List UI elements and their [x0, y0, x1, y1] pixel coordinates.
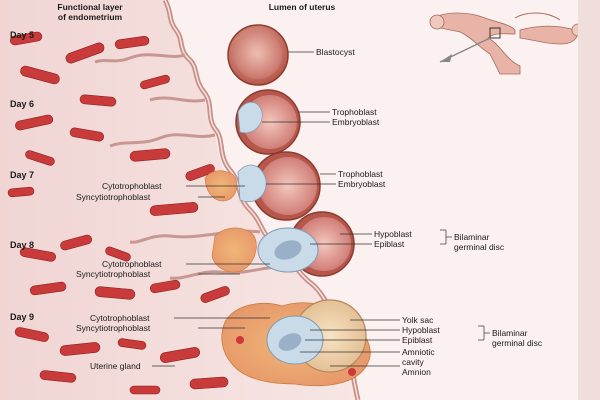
label-day8-hypoblast: Hypoblast	[374, 229, 412, 239]
embryo-day9	[221, 299, 371, 387]
day-9-label: Day 9	[10, 312, 35, 322]
right-edge-band	[578, 0, 600, 400]
header-functional-layer: Functional layer of endometrium	[57, 2, 123, 22]
label-amnion: Amnion	[402, 367, 431, 377]
label-day8-epiblast: Epiblast	[374, 239, 405, 249]
label-day6-embryoblast: Embryoblast	[332, 117, 380, 127]
label-day9-syncytiotrophoblast: Syncytiotrophoblast	[76, 323, 151, 333]
label-blastocyst: Blastocyst	[316, 47, 355, 57]
label-day7-cytotrophoblast: Cytotrophoblast	[102, 181, 162, 191]
label-day9-cytotrophoblast: Cytotrophoblast	[90, 313, 150, 323]
label-day8-bilaminar: Bilaminar germinal disc	[454, 232, 505, 252]
label-day9-hypoblast: Hypoblast	[402, 325, 440, 335]
label-yolk-sac: Yolk sac	[402, 315, 434, 325]
leader-lines	[152, 51, 490, 367]
label-day7-trophoblast: Trophoblast	[338, 169, 383, 179]
label-day9-epiblast: Epiblast	[402, 335, 433, 345]
label-day9-bilaminar: Bilaminar germinal disc	[492, 328, 543, 348]
label-day6-trophoblast: Trophoblast	[332, 107, 377, 117]
surface-epithelium-highlight	[164, 0, 359, 400]
blastocyst-day5	[227, 24, 289, 86]
blastocyst-day7	[204, 151, 321, 221]
label-day7-syncytiotrophoblast: Syncytiotrophoblast	[76, 192, 151, 202]
day-6-label: Day 6	[10, 99, 35, 109]
header-lumen: Lumen of uterus	[268, 2, 336, 12]
label-day8-syncytiotrophoblast: Syncytiotrophoblast	[76, 269, 151, 279]
blood-vessels	[7, 31, 230, 395]
label-day7-embryoblast: Embryoblast	[338, 179, 386, 189]
label-uterine-gland: Uterine gland	[90, 361, 141, 371]
day-8-label: Day 8	[10, 240, 35, 250]
day-5-label: Day 5	[10, 30, 35, 40]
label-day8-cytotrophoblast: Cytotrophoblast	[102, 259, 162, 269]
label-amniotic-cavity: Amniotic cavity	[402, 347, 435, 367]
day-7-label: Day 7	[10, 170, 35, 180]
